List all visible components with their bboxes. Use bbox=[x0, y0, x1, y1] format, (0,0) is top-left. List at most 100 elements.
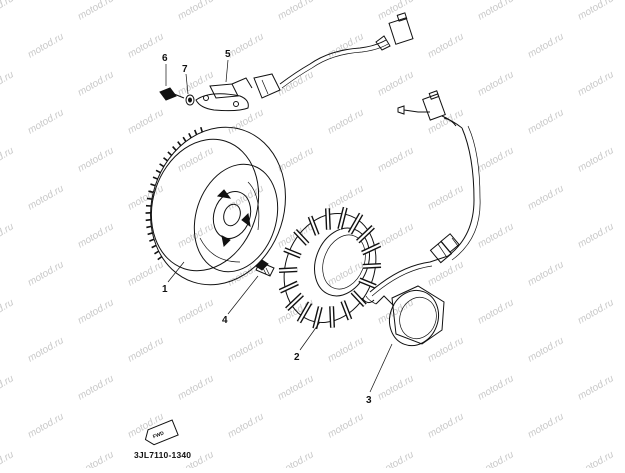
gear-tooth bbox=[154, 251, 158, 254]
watermark-text: motod.ru bbox=[576, 145, 616, 174]
watermark-text: motod.ru bbox=[0, 145, 16, 174]
watermark-text: motod.ru bbox=[576, 0, 616, 23]
lead-connector bbox=[430, 234, 459, 263]
callout-7: 7 bbox=[182, 64, 188, 75]
watermark-text: motod.ru bbox=[476, 0, 516, 23]
watermark-text: motod.ru bbox=[126, 107, 166, 136]
watermark-text: motod.ru bbox=[576, 373, 616, 402]
callout-1: 1 bbox=[162, 284, 168, 295]
watermark-text: motod.ru bbox=[376, 449, 416, 468]
watermark-text: motod.ru bbox=[76, 0, 116, 23]
watermark-text: motod.ru bbox=[276, 145, 316, 174]
watermark-text: motod.ru bbox=[226, 183, 266, 212]
watermark-text: motod.ru bbox=[476, 221, 516, 250]
watermark-text: motod.ru bbox=[276, 221, 316, 250]
watermark-text: motod.ru bbox=[426, 107, 466, 136]
watermark-text: motod.ru bbox=[426, 411, 466, 440]
watermark-text: motod.ru bbox=[0, 221, 16, 250]
watermark-text: motod.ru bbox=[526, 259, 566, 288]
gear-tooth bbox=[148, 191, 153, 192]
watermark-text: motod.ru bbox=[476, 145, 516, 174]
gear-tooth bbox=[195, 130, 197, 135]
forward-label: FWD bbox=[152, 430, 165, 440]
gear-tooth bbox=[150, 184, 155, 186]
gear-tooth bbox=[152, 245, 156, 247]
callout-4: 4 bbox=[222, 315, 228, 326]
watermark-text: motod.ru bbox=[476, 297, 516, 326]
watermark-text: motod.ru bbox=[176, 0, 216, 23]
watermark-text: motod.ru bbox=[576, 449, 616, 468]
callout-2: 2 bbox=[294, 352, 300, 363]
watermark-text: motod.ru bbox=[0, 297, 16, 326]
watermark-text: motod.ru bbox=[576, 221, 616, 250]
watermark-text: motod.ru bbox=[76, 69, 116, 98]
gear-tooth bbox=[183, 137, 186, 141]
watermark-text: motod.ru bbox=[326, 107, 366, 136]
watermark-text: motod.ru bbox=[526, 335, 566, 364]
watermark-text: motod.ru bbox=[26, 31, 66, 60]
washer bbox=[186, 95, 194, 105]
gear-tooth bbox=[189, 133, 191, 137]
watermark-text: motod.ru bbox=[476, 449, 516, 468]
watermark-text: motod.ru bbox=[576, 69, 616, 98]
watermark-text: motod.ru bbox=[26, 335, 66, 364]
gear-tooth bbox=[178, 142, 181, 146]
watermark-text: motod.ru bbox=[0, 373, 16, 402]
watermark-text: motod.ru bbox=[26, 183, 66, 212]
watermark-text: motod.ru bbox=[576, 297, 616, 326]
watermark-text: motod.ru bbox=[326, 411, 366, 440]
callout-5: 5 bbox=[225, 49, 231, 60]
watermark-text: motod.ru bbox=[326, 259, 366, 288]
gear-tooth bbox=[148, 233, 153, 234]
watermark-text: motod.ru bbox=[226, 411, 266, 440]
stator-pole-highlight bbox=[332, 306, 333, 327]
stator-pole-highlight bbox=[280, 283, 298, 291]
watermark-text: motod.ru bbox=[176, 297, 216, 326]
watermark-text: motod.ru bbox=[76, 373, 116, 402]
watermark-text: motod.ru bbox=[226, 31, 266, 60]
watermark-text: motod.ru bbox=[426, 31, 466, 60]
watermark-text: motod.ru bbox=[326, 31, 366, 60]
gear-tooth bbox=[164, 158, 168, 161]
stator-pole-highlight bbox=[362, 245, 380, 253]
watermark-text: motod.ru bbox=[0, 69, 16, 98]
gear-tooth bbox=[149, 239, 154, 241]
watermark-text: motod.ru bbox=[126, 259, 166, 288]
watermark-text: motod.ru bbox=[426, 335, 466, 364]
stator-pole-highlight bbox=[279, 270, 297, 271]
stator-pole-highlight bbox=[328, 208, 329, 229]
watermark-text: motod.ru bbox=[126, 31, 166, 60]
gear-tooth bbox=[146, 220, 151, 221]
watermark-text: motod.ru bbox=[276, 373, 316, 402]
watermark-text: motod.ru bbox=[126, 183, 166, 212]
watermark-text: motod.ru bbox=[376, 221, 416, 250]
callout-3: 3 bbox=[366, 395, 372, 406]
watermark-text: motod.ru bbox=[476, 69, 516, 98]
watermark-text: motod.ru bbox=[276, 0, 316, 23]
watermark-text: motod.ru bbox=[76, 297, 116, 326]
watermark-text: motod.ru bbox=[526, 183, 566, 212]
gear-tooth bbox=[156, 170, 160, 172]
watermark-text: motod.ru bbox=[226, 107, 266, 136]
watermark-text: motod.ru bbox=[376, 145, 416, 174]
gear-tooth bbox=[201, 127, 202, 132]
watermark-text: motod.ru bbox=[426, 183, 466, 212]
watermark-text: motod.ru bbox=[376, 69, 416, 98]
gear-tooth bbox=[160, 164, 164, 167]
watermark-text: motod.ru bbox=[376, 373, 416, 402]
watermark-text: motod.ru bbox=[276, 69, 316, 98]
watermark-text: motod.ru bbox=[226, 335, 266, 364]
watermark-text: motod.ru bbox=[0, 0, 16, 23]
watermark-text: motod.ru bbox=[0, 449, 16, 468]
gear-tooth bbox=[146, 226, 151, 227]
watermark-text: motod.ru bbox=[526, 107, 566, 136]
watermark-text: motod.ru bbox=[76, 449, 116, 468]
watermark-text: motod.ru bbox=[26, 259, 66, 288]
watermark-text: motod.ru bbox=[426, 259, 466, 288]
callout-6: 6 bbox=[162, 53, 168, 64]
watermark-text: motod.ru bbox=[376, 0, 416, 23]
diagram-code: 3JL7110-1340 bbox=[134, 450, 191, 460]
stator-pole-highlight bbox=[363, 265, 381, 266]
